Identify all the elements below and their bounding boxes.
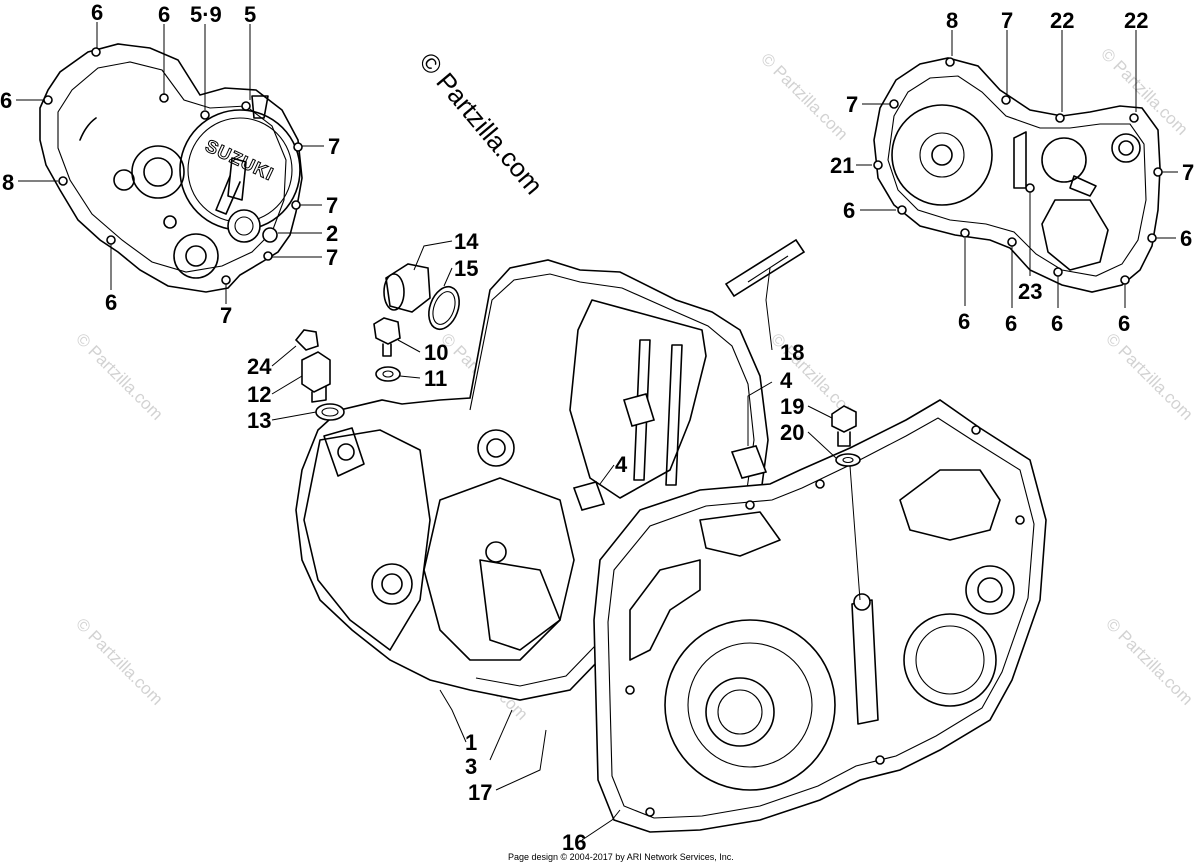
callout-label: 7 — [846, 92, 858, 117]
right-engine-cover — [873, 57, 1163, 293]
watermark: © Partzilla.com — [1102, 329, 1196, 423]
callout-label: 7 — [220, 303, 232, 328]
watermark: © Partzilla.com — [72, 614, 166, 708]
callout-label: 15 — [454, 256, 478, 281]
callout-label: 22 — [1050, 8, 1074, 33]
callout-label: 21 — [830, 153, 854, 178]
callout-label: 6 — [0, 88, 12, 113]
callout-label: 24 — [247, 354, 272, 379]
callout-label: 1 — [465, 730, 477, 755]
callout-label: 7 — [1001, 8, 1013, 33]
callout-label: 10 — [424, 340, 448, 365]
callout-label: 11 — [424, 366, 447, 391]
callout-label: 17 — [468, 780, 492, 805]
callout-label: 7 — [1182, 160, 1194, 185]
copyright-footer: Page design © 2004-2017 by ARI Network S… — [508, 852, 734, 862]
callout-label: 13 — [247, 408, 271, 433]
callout-label: 6 — [105, 290, 117, 315]
callout-label: 8 — [2, 170, 14, 195]
left-engine-cover: SUZUKI — [39, 43, 303, 293]
crankcase-assembly — [295, 259, 1047, 833]
callout-label: 6 — [158, 2, 170, 27]
callout-label: 6 — [1005, 311, 1017, 336]
callout-label: 6 — [1118, 311, 1130, 336]
watermark: © Partzilla.com — [1102, 614, 1196, 708]
callout-label: 5·9 — [190, 2, 222, 27]
callout-label: 8 — [946, 8, 958, 33]
watermark: © Partzilla.com — [757, 49, 851, 143]
callout-label: 4 — [615, 452, 628, 477]
callout-label: 6 — [91, 0, 103, 25]
callout-label: 3 — [465, 754, 477, 779]
callout-label: 7 — [326, 245, 338, 270]
callout-label: 2 — [326, 221, 338, 246]
callout-label: 6 — [958, 309, 970, 334]
callout-label: 16 — [562, 830, 586, 855]
callout-label: 12 — [247, 382, 271, 407]
callout-label: 6 — [1051, 311, 1063, 336]
callout-label: 7 — [326, 193, 338, 218]
callout-label: 7 — [328, 134, 340, 159]
callout-label: 20 — [780, 420, 804, 445]
callout-label: 18 — [780, 340, 804, 365]
callout-label: 4 — [780, 368, 793, 393]
leader-lines — [16, 22, 1178, 841]
callout-label: 6 — [1180, 226, 1192, 251]
callout-label: 23 — [1018, 279, 1042, 304]
callout-label: 19 — [780, 394, 804, 419]
callout-label: 22 — [1124, 8, 1148, 33]
callout-label: 5 — [244, 2, 256, 27]
loose-parts — [294, 238, 861, 467]
watermark: © Partzilla.com — [72, 329, 166, 423]
callout-label: 14 — [454, 229, 479, 254]
partzilla-watermark: © Partzilla.com — [413, 47, 549, 200]
callout-label: 6 — [843, 198, 855, 223]
